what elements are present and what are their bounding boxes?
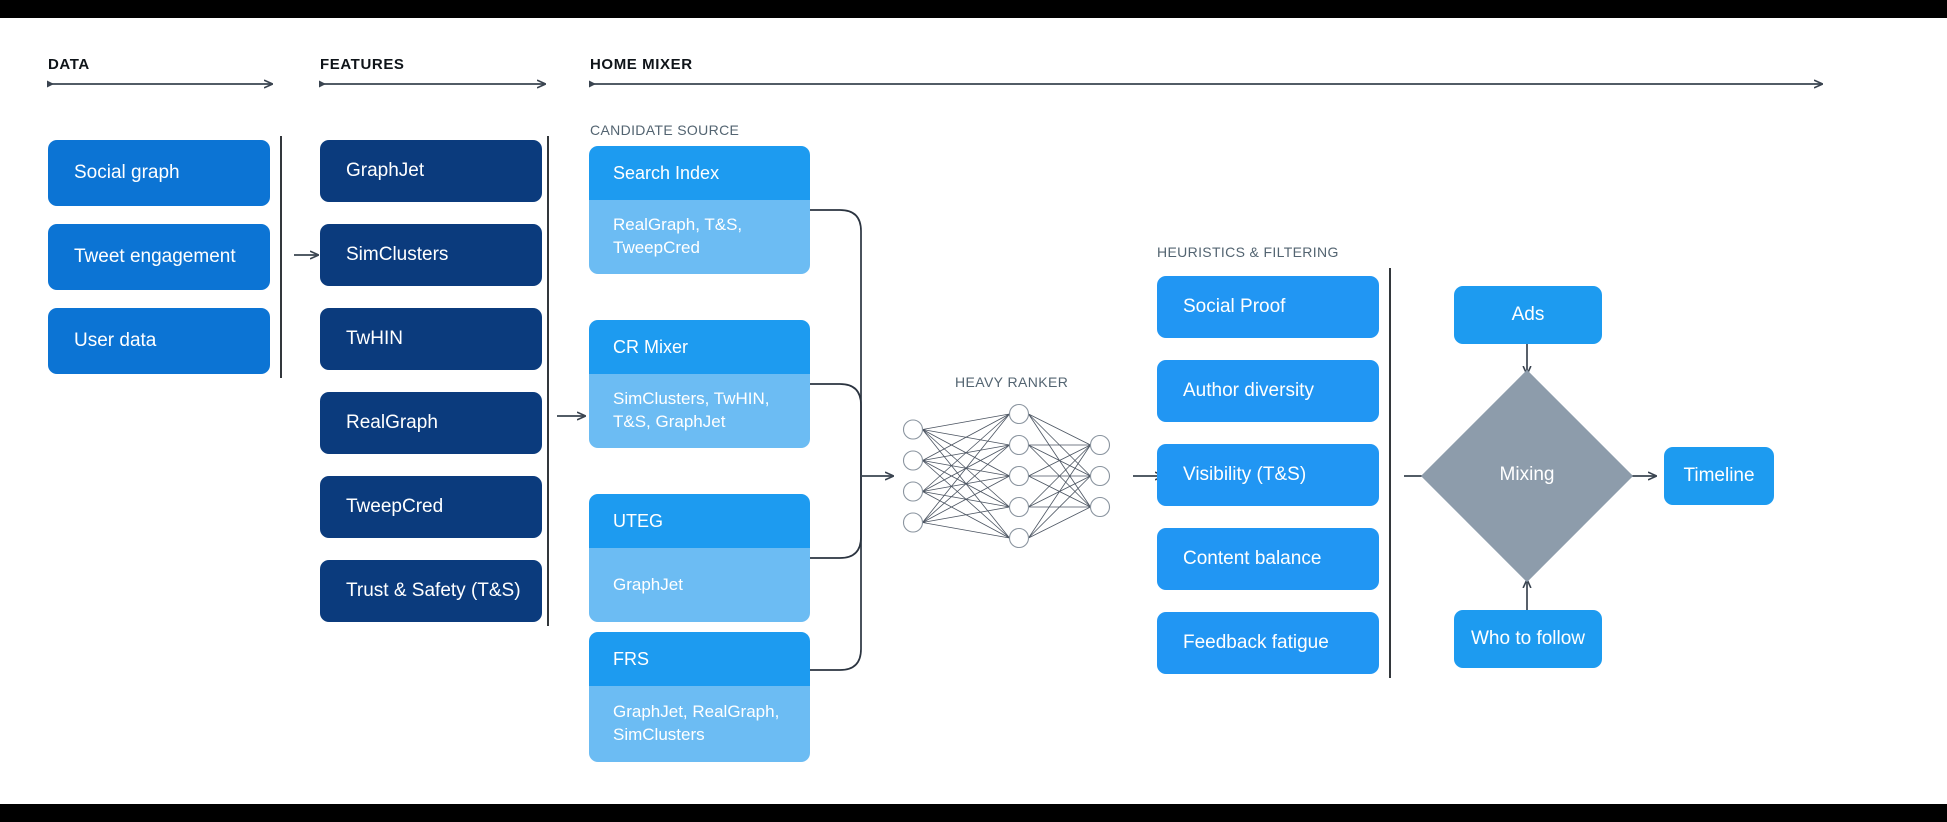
nn-node bbox=[1089, 434, 1111, 456]
nn-edge bbox=[922, 506, 1010, 523]
nn-node bbox=[1008, 434, 1030, 456]
candidate-source-card-frs[interactable]: FRS GraphJet, RealGraph, SimClusters bbox=[589, 632, 810, 762]
candidate-source-card-uteg[interactable]: UTEG GraphJet bbox=[589, 494, 810, 622]
candidate-source-card-search-index[interactable]: Search Index RealGraph, T&S, TweepCred bbox=[589, 146, 810, 274]
candidate-source-name: UTEG bbox=[589, 494, 810, 548]
feature-box-simclusters[interactable]: SimClusters bbox=[320, 224, 542, 286]
candidate-source-name: Search Index bbox=[589, 146, 810, 200]
heuristic-box-content-balance[interactable]: Content balance bbox=[1157, 528, 1379, 590]
section-title-candidate-source: CANDIDATE SOURCE bbox=[590, 122, 740, 138]
connector-cr-mixer bbox=[810, 383, 862, 468]
ads-box[interactable]: Ads bbox=[1454, 286, 1602, 344]
nn-edge bbox=[1028, 413, 1091, 446]
heuristic-box-feedback-fatigue[interactable]: Feedback fatigue bbox=[1157, 612, 1379, 674]
nn-edge bbox=[1028, 444, 1091, 477]
who-to-follow-box[interactable]: Who to follow bbox=[1454, 610, 1602, 668]
candidate-source-features: GraphJet, RealGraph, SimClusters bbox=[589, 686, 810, 762]
heavy-ranker-network bbox=[902, 403, 1111, 549]
nn-node bbox=[1089, 465, 1111, 487]
nn-node bbox=[1089, 496, 1111, 518]
nn-node bbox=[902, 481, 924, 502]
nn-node bbox=[1008, 496, 1030, 518]
nn-edge bbox=[1028, 444, 1091, 539]
feature-box-trust-and-safety[interactable]: Trust & Safety (T&S) bbox=[320, 560, 542, 622]
feature-box-twhin[interactable]: TwHIN bbox=[320, 308, 542, 370]
nn-edge bbox=[922, 444, 1010, 523]
nn-node bbox=[902, 450, 924, 471]
connector-layer bbox=[0, 18, 1947, 678]
nn-node bbox=[1008, 527, 1030, 549]
candidate-source-card-cr-mixer[interactable]: CR Mixer SimClusters, TwHIN, T&S, GraphJ… bbox=[589, 320, 810, 448]
section-title-features: FEATURES bbox=[320, 56, 405, 73]
candidate-source-name: FRS bbox=[589, 632, 810, 686]
nn-edge bbox=[1028, 506, 1091, 539]
candidate-source-features: GraphJet bbox=[589, 548, 810, 622]
connector-search-index bbox=[810, 209, 862, 468]
candidate-source-name: CR Mixer bbox=[589, 320, 810, 374]
nn-node bbox=[902, 512, 924, 533]
feature-box-realgraph[interactable]: RealGraph bbox=[320, 392, 542, 454]
nn-edge bbox=[922, 413, 1010, 430]
nn-edge bbox=[922, 413, 1010, 492]
nn-edge bbox=[922, 413, 1010, 461]
timeline-box[interactable]: Timeline bbox=[1664, 447, 1774, 505]
connector-frs bbox=[810, 468, 862, 671]
section-title-heuristics: HEURISTICS & FILTERING bbox=[1157, 244, 1339, 260]
nn-node bbox=[1008, 403, 1030, 425]
connector-uteg bbox=[810, 468, 862, 559]
nn-node bbox=[902, 419, 924, 440]
nn-edge bbox=[922, 522, 1010, 539]
heuristic-box-author-diversity[interactable]: Author diversity bbox=[1157, 360, 1379, 422]
mixing-label: Mixing bbox=[1499, 464, 1555, 485]
section-title-heavy-ranker: HEAVY RANKER bbox=[955, 374, 1069, 390]
nn-edge bbox=[1028, 444, 1091, 508]
feature-box-graphjet[interactable]: GraphJet bbox=[320, 140, 542, 202]
data-box-user-data[interactable]: User data bbox=[48, 308, 270, 374]
heuristic-box-social-proof[interactable]: Social Proof bbox=[1157, 276, 1379, 338]
section-title-home-mixer: HOME MIXER bbox=[590, 56, 693, 73]
data-box-tweet-engagement[interactable]: Tweet engagement bbox=[48, 224, 270, 290]
candidate-source-features: SimClusters, TwHIN, T&S, GraphJet bbox=[589, 374, 810, 448]
section-title-data: DATA bbox=[48, 56, 90, 73]
nn-edge bbox=[1028, 475, 1091, 539]
diagram-canvas: DATA FEATURES HOME MIXER CANDIDATE SOURC… bbox=[0, 18, 1947, 804]
heuristic-box-visibility[interactable]: Visibility (T&S) bbox=[1157, 444, 1379, 506]
nn-edge bbox=[922, 413, 1010, 523]
nn-edge bbox=[922, 475, 1010, 523]
candidate-source-features: RealGraph, T&S, TweepCred bbox=[589, 200, 810, 274]
feature-box-tweepcred[interactable]: TweepCred bbox=[320, 476, 542, 538]
data-box-social-graph[interactable]: Social graph bbox=[48, 140, 270, 206]
nn-node bbox=[1008, 465, 1030, 487]
